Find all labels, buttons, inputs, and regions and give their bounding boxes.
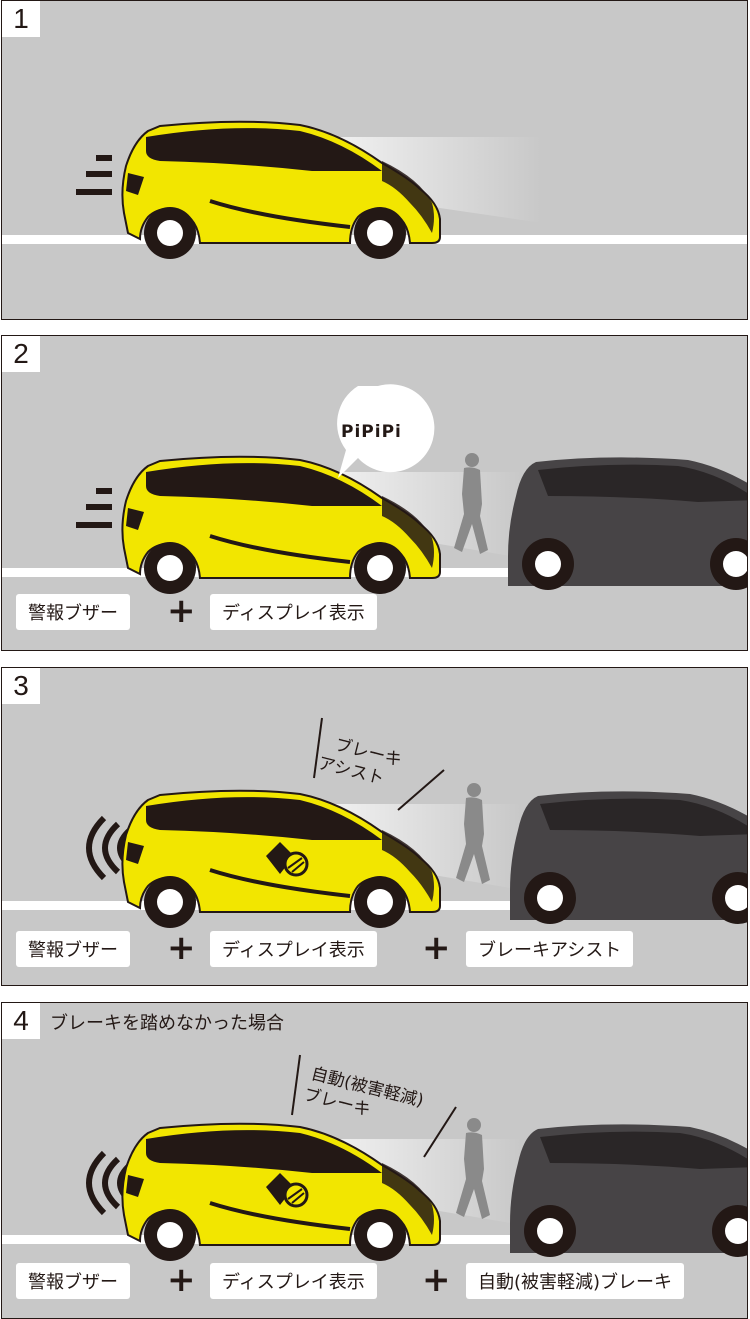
plus-icon: + [167, 1260, 196, 1300]
label-warning-buzzer: 警報ブザー [16, 1263, 130, 1299]
label-display: ディスプレイ表示 [210, 931, 377, 967]
plus-icon: + [167, 591, 196, 631]
dark-car-icon [508, 457, 747, 590]
scene-illustration [2, 119, 747, 261]
scene-panel-3: 3 ブレーキ アシスト 警報ブザー + ディスプレイ表示 + ブレーキアシスト [1, 667, 748, 986]
scene-illustration [2, 1054, 747, 1263]
label-brake-assist: ブレーキアシスト [466, 931, 634, 967]
panel-number: 4 [2, 1003, 40, 1039]
label-auto-brake: 自動(被害軽減)ブレーキ [466, 1263, 685, 1299]
scene-panel-1: 1 [1, 0, 748, 320]
annotation-line [313, 717, 323, 779]
plus-icon: + [422, 928, 451, 968]
scene-panel-4: 4 ブレーキを踏めなかった場合 自動(被害軽減) ブレーキ 警報ブザー + ディ… [1, 1002, 748, 1319]
speed-lines-icon [76, 488, 112, 528]
speech-bubble [337, 384, 435, 478]
scene-panel-2: 2 PiPiPi 警報ブザー + ディスプレイ表示 [1, 335, 748, 651]
label-display: ディスプレイ表示 [210, 594, 377, 630]
speed-lines-icon [76, 155, 112, 195]
scenario-title: ブレーキを踏めなかった場合 [50, 1013, 284, 1034]
scene-illustration [2, 384, 747, 596]
alert-sound-text: PiPiPi [341, 422, 402, 442]
label-warning-buzzer: 警報ブザー [16, 931, 130, 967]
dark-car-icon [510, 791, 747, 924]
dark-car-icon [510, 1124, 747, 1257]
panel-number: 3 [2, 668, 40, 704]
plus-icon: + [422, 1260, 451, 1300]
annotation-line [291, 1054, 301, 1116]
scene-illustration [2, 717, 747, 930]
annotation-line [423, 1106, 457, 1158]
panel-number: 2 [2, 336, 40, 372]
label-display: ディスプレイ表示 [210, 1263, 377, 1299]
label-warning-buzzer: 警報ブザー [16, 594, 130, 630]
plus-icon: + [167, 928, 196, 968]
annotation-line [397, 769, 445, 811]
panel-number: 1 [2, 1, 40, 37]
